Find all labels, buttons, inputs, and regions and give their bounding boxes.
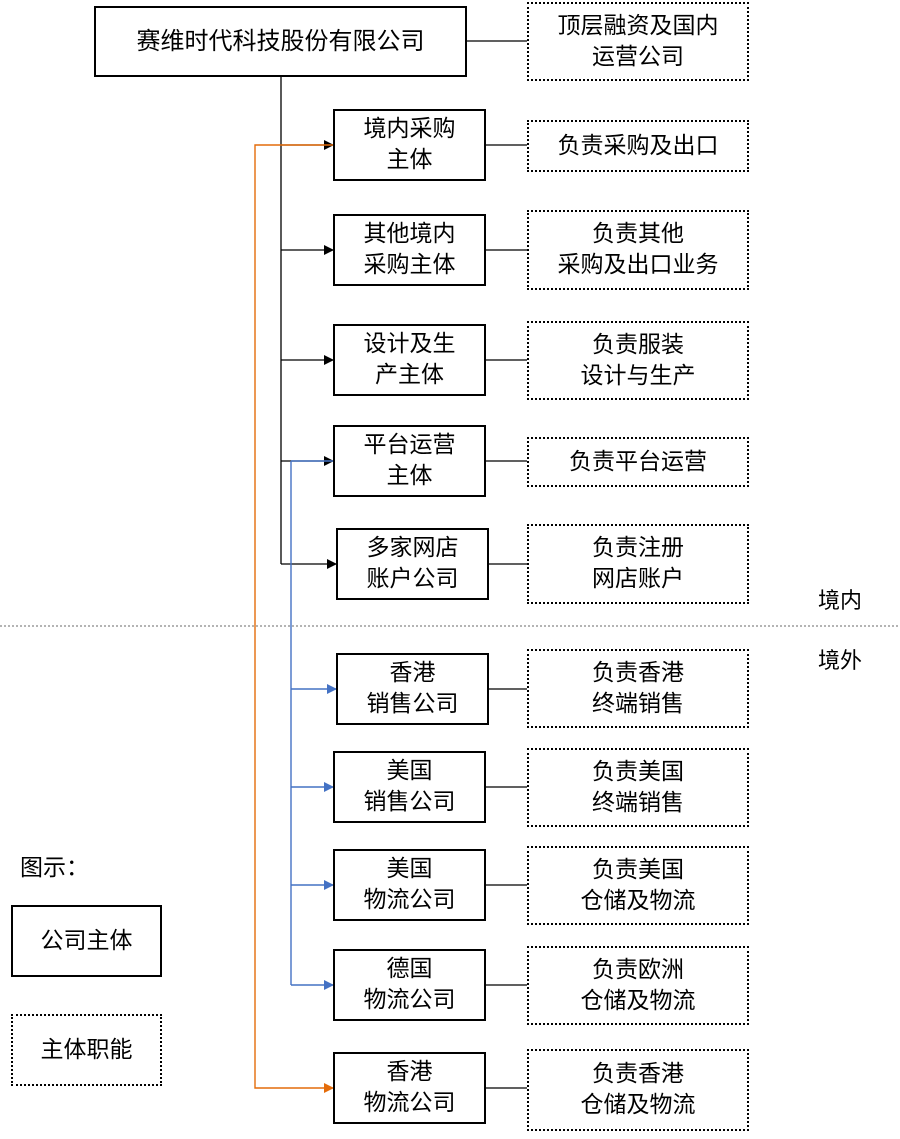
legend-entity-label: 公司主体	[40, 927, 133, 954]
function-domestic-purchase: 负责采购及出口	[527, 120, 749, 172]
entity-parent: 赛维时代科技股份有限公司	[94, 6, 467, 77]
function-domestic-purchase-label: 负责采购及出口	[557, 132, 719, 159]
entity-platform-ops-label: 平台运营 主体	[363, 432, 456, 489]
orange-line	[254, 144, 334, 1093]
entity-hk-logistics-label: 香港 物流公司	[363, 1059, 456, 1116]
legend-title: 图示：	[20, 855, 89, 881]
function-us-sales: 负责美国 终端销售	[527, 748, 749, 827]
entity-de-logistics: 德国 物流公司	[333, 949, 486, 1021]
function-other-domestic-purchase-label: 负责其他 采购及出口业务	[557, 221, 719, 278]
function-design-production: 负责服装 设计与生产	[527, 321, 749, 400]
function-parent-label: 顶层融资及国内 运营公司	[557, 12, 719, 70]
entity-other-domestic-purchase: 其他境内 采购主体	[333, 214, 486, 286]
entity-design-production: 设计及生 产主体	[333, 324, 486, 396]
region-domestic-label: 境内	[818, 589, 863, 614]
function-other-domestic-purchase: 负责其他 采购及出口业务	[527, 210, 749, 290]
entity-platform-ops: 平台运营 主体	[333, 425, 486, 497]
entity-domestic-purchase: 境内采购 主体	[333, 109, 486, 181]
entity-hk-sales-label: 香港 销售公司	[366, 660, 459, 717]
function-platform-ops: 负责平台运营	[527, 437, 749, 487]
function-hk-sales-label: 负责香港 终端销售	[592, 659, 684, 717]
entity-de-logistics-label: 德国 物流公司	[363, 956, 456, 1013]
entity-us-sales-label: 美国 销售公司	[363, 758, 456, 815]
function-de-logistics-label: 负责欧洲 仓储及物流	[580, 956, 696, 1014]
entity-store-accounts-label: 多家网店 账户公司	[366, 535, 459, 592]
entity-store-accounts: 多家网店 账户公司	[336, 528, 489, 600]
function-us-sales-label: 负责美国 终端销售	[592, 758, 684, 816]
entity-us-sales: 美国 销售公司	[333, 751, 486, 823]
entity-us-logistics-label: 美国 物流公司	[363, 856, 456, 913]
function-platform-ops-label: 负责平台运营	[569, 448, 707, 475]
function-design-production-label: 负责服装 设计与生产	[580, 331, 696, 389]
function-store-accounts: 负责注册 网店账户	[527, 524, 749, 604]
legend-function-box: 主体职能	[11, 1014, 162, 1086]
function-hk-logistics: 负责香港 仓储及物流	[527, 1049, 749, 1131]
legend-entity-box: 公司主体	[11, 905, 162, 977]
legend-function-label: 主体职能	[40, 1036, 133, 1063]
region-overseas-label: 境外	[818, 649, 863, 674]
entity-other-domestic-purchase-label: 其他境内 采购主体	[363, 221, 456, 278]
entity-parent-label: 赛维时代科技股份有限公司	[136, 27, 425, 55]
entity-hk-logistics: 香港 物流公司	[333, 1052, 486, 1124]
entity-domestic-purchase-label: 境内采购 主体	[363, 116, 456, 173]
function-parent: 顶层融资及国内 运营公司	[527, 2, 749, 81]
entity-design-production-label: 设计及生 产主体	[363, 331, 456, 388]
function-store-accounts-label: 负责注册 网店账户	[592, 535, 684, 592]
function-hk-sales: 负责香港 终端销售	[527, 649, 749, 728]
entity-hk-sales: 香港 销售公司	[336, 653, 489, 725]
function-hk-logistics-label: 负责香港 仓储及物流	[580, 1061, 696, 1118]
entity-us-logistics: 美国 物流公司	[333, 849, 486, 921]
function-us-logistics-label: 负责美国 仓储及物流	[580, 856, 696, 914]
function-us-logistics: 负责美国 仓储及物流	[527, 846, 749, 925]
function-de-logistics: 负责欧洲 仓储及物流	[527, 946, 749, 1025]
